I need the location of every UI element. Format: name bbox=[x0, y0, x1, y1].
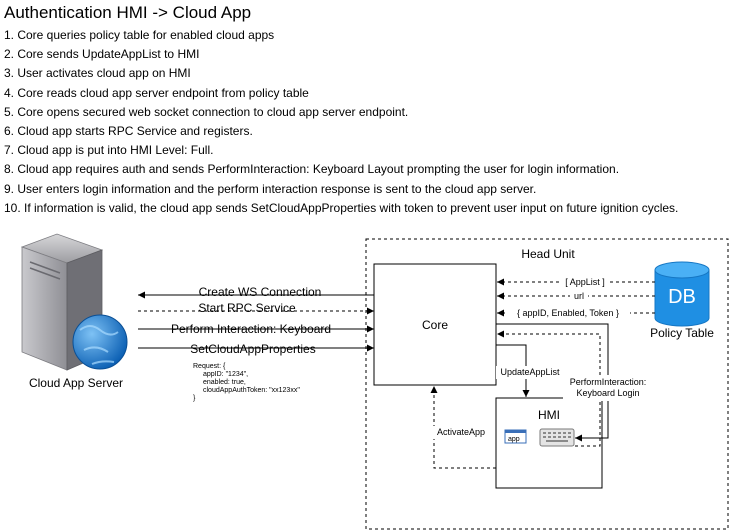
step-item: 8. Cloud app requires auth and sends Per… bbox=[4, 162, 620, 177]
step-item: 6. Cloud app starts RPC Service and regi… bbox=[4, 124, 253, 139]
hmi-label: HMI bbox=[538, 408, 560, 422]
head-unit-label: Head Unit bbox=[521, 247, 575, 261]
policy-table-label: Policy Table bbox=[650, 326, 714, 340]
step-item: 4. Core reads cloud app server endpoint … bbox=[4, 85, 309, 100]
step-item: 2. Core sends UpdateAppList to HMI bbox=[4, 47, 200, 62]
request-line: Request: { bbox=[193, 363, 226, 370]
step-item: 5. Core opens secured web socket connect… bbox=[4, 104, 409, 119]
request-line: appID: "1234", bbox=[203, 371, 248, 378]
request-line: cloudAppAuthToken: "xx123xx" bbox=[203, 387, 300, 394]
perform-interaction-label: Perform Interaction: Keyboard bbox=[171, 322, 331, 336]
step-item: 1. Core queries policy table for enabled… bbox=[4, 28, 275, 42]
activate-app-arrow bbox=[430, 386, 496, 469]
steps-list: 1. Core queries policy table for enabled… bbox=[4, 26, 678, 218]
create-ws-label: Create WS Connection bbox=[199, 285, 322, 299]
request-line: } bbox=[193, 395, 196, 402]
step-item: 7. Cloud app is put into HMI Level: Full… bbox=[4, 143, 214, 158]
server-icon bbox=[20, 233, 128, 371]
activate-app-label: ActivateApp bbox=[437, 427, 485, 437]
head-unit-box bbox=[365, 238, 729, 530]
database-icon: DB bbox=[654, 261, 710, 327]
page-title: Authentication HMI -> Cloud App bbox=[4, 3, 252, 22]
svg-text:app: app bbox=[508, 436, 520, 443]
step-item: 3. User activates cloud app on HMI bbox=[4, 66, 191, 81]
request-block: Request: { appID: "1234", enabled: true,… bbox=[193, 363, 300, 402]
app-icon: app bbox=[504, 429, 527, 444]
start-rpc-label: Start RPC Service bbox=[198, 301, 296, 315]
core-label: Core bbox=[422, 318, 448, 332]
app-fields-label: { appID, Enabled, Token } bbox=[517, 308, 619, 318]
svg-text:DB: DB bbox=[668, 286, 696, 308]
perform-interaction-hmi-label: Keyboard Login bbox=[576, 388, 639, 398]
url-label: url bbox=[574, 291, 584, 301]
applist-label: [ AppList ] bbox=[565, 277, 605, 287]
request-line: enabled: true, bbox=[203, 379, 246, 386]
perform-interaction-hmi-label: PerformInteraction: bbox=[570, 377, 647, 387]
set-cloud-label: SetCloudAppProperties bbox=[190, 342, 315, 356]
update-applist-label: UpdateAppList bbox=[500, 367, 560, 377]
server-label: Cloud App Server bbox=[29, 376, 123, 390]
step-item: 9. User enters login information and the… bbox=[4, 181, 537, 196]
step-item: 10. If information is valid, the cloud a… bbox=[4, 200, 679, 215]
update-applist-arrow bbox=[496, 344, 530, 397]
keyboard-icon bbox=[539, 428, 575, 447]
